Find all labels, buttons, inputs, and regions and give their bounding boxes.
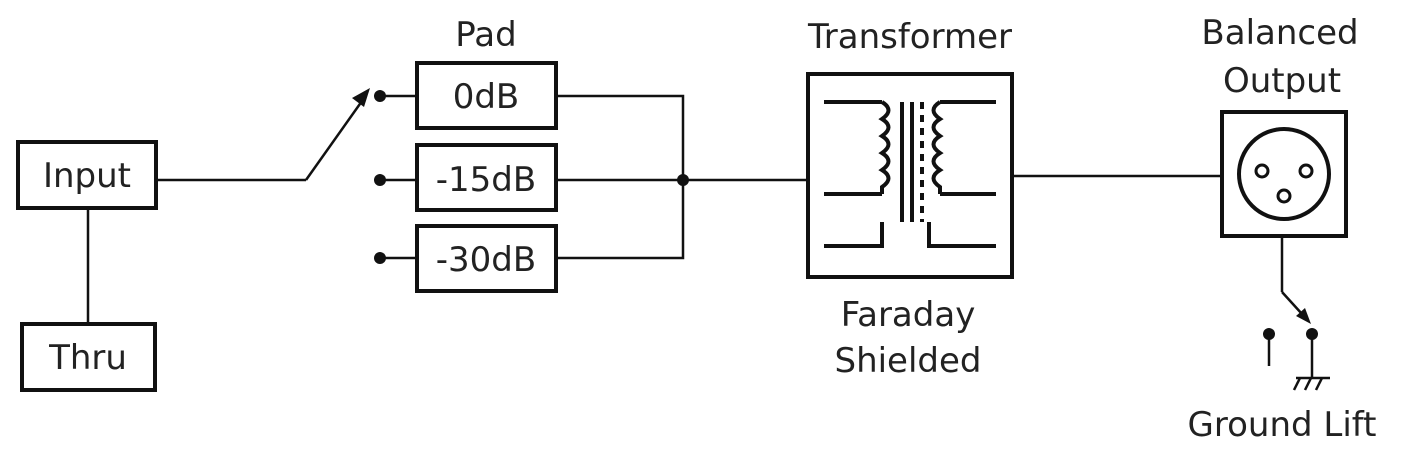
pad-label-minus-15db: -15dB (436, 160, 536, 200)
shield-right-lead (927, 222, 996, 248)
pad-label-minus-30db: -30dB (436, 240, 536, 280)
ground-hatch (1292, 377, 1302, 391)
pad-option-minus-30db: -30dB (374, 224, 558, 293)
pad-label-0db: 0dB (453, 77, 520, 117)
thru-label: Thru (48, 338, 127, 378)
ground-lift-switch (1263, 236, 1330, 391)
junction-dot (677, 174, 689, 186)
transformer-caption-line1: Faraday (841, 295, 976, 335)
pad-title: Pad (455, 15, 516, 55)
balanced-output-block (1220, 110, 1348, 238)
transformer-caption-line2: Shielded (834, 341, 981, 381)
output-title-line2: Output (1223, 61, 1341, 101)
transformer-icon (824, 100, 996, 248)
xlr-pin (1276, 188, 1292, 204)
ground-switch-arrow-icon (1296, 308, 1311, 324)
pad-box-0db (415, 61, 558, 130)
xlr-connector-icon (1237, 127, 1331, 221)
chassis-ground-icon (1292, 376, 1330, 391)
switch-arm (304, 100, 364, 181)
shield-left-lead (824, 222, 884, 248)
pad-box-minus-15db (415, 143, 558, 212)
pad-output-bus (556, 94, 808, 260)
pad-option-0db: 0dB (374, 61, 558, 130)
xlr-pin (1298, 163, 1314, 179)
ground-lift-label: Ground Lift (1188, 405, 1377, 445)
xlr-outer-ring (1237, 127, 1331, 221)
transformer-block (806, 72, 1014, 279)
xlr-pin (1254, 163, 1270, 179)
ground-hatch (1303, 377, 1313, 391)
ground-hatch (1314, 377, 1324, 391)
ground-switch-arm (1281, 291, 1303, 315)
secondary-coil (931, 100, 944, 194)
thru-block: Thru (20, 322, 157, 392)
pad-option-minus-15db: -15dB (374, 143, 558, 212)
pad-bus-wire (556, 94, 685, 260)
thru-box (20, 322, 157, 392)
primary-coil (878, 100, 891, 194)
switch-arrow-icon (352, 88, 370, 107)
input-block: Input (16, 140, 158, 210)
transformer-title: Transformer (807, 17, 1012, 57)
input-label: Input (43, 156, 131, 196)
pad-selector-switch (304, 88, 370, 181)
output-title-line1: Balanced (1201, 13, 1358, 53)
pad-box-minus-30db (415, 224, 558, 293)
